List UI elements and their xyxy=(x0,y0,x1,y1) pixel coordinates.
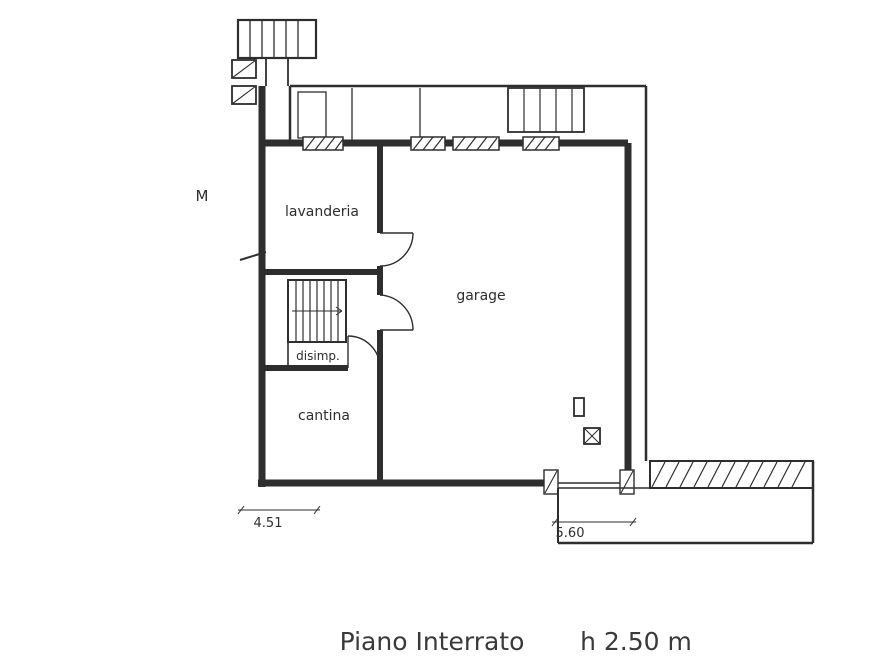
dimension-left-value: 4.51 xyxy=(254,516,283,531)
wall-marker-label: M xyxy=(196,187,209,205)
interior-walls xyxy=(262,143,383,483)
room-label-garage: garage xyxy=(456,288,505,304)
ramp-and-court xyxy=(557,460,815,545)
stairs xyxy=(287,279,347,368)
door-arcs xyxy=(347,232,414,369)
room-label-cellar: cantina xyxy=(298,408,350,424)
dimension-court: 5.60 xyxy=(551,517,637,541)
caption-height: h 2.50 m xyxy=(580,627,692,656)
caption-title: Piano Interrato xyxy=(340,627,525,656)
room-label-hall: disimp. xyxy=(296,349,340,363)
light-well-band xyxy=(288,84,648,461)
door-arc-cellar xyxy=(347,335,381,369)
dimension-left: 4.51 xyxy=(237,505,321,531)
dimension-court-value: 5.60 xyxy=(556,526,585,541)
window-grates xyxy=(302,136,560,151)
door-arc-laundry xyxy=(379,232,414,267)
room-label-laundry: lavanderia xyxy=(285,204,359,220)
left-window-wells xyxy=(231,59,257,105)
wall-marker-tick xyxy=(239,251,267,261)
door-arc-garage xyxy=(379,294,414,331)
garage-fixtures xyxy=(573,397,601,445)
external-stair xyxy=(236,18,318,86)
